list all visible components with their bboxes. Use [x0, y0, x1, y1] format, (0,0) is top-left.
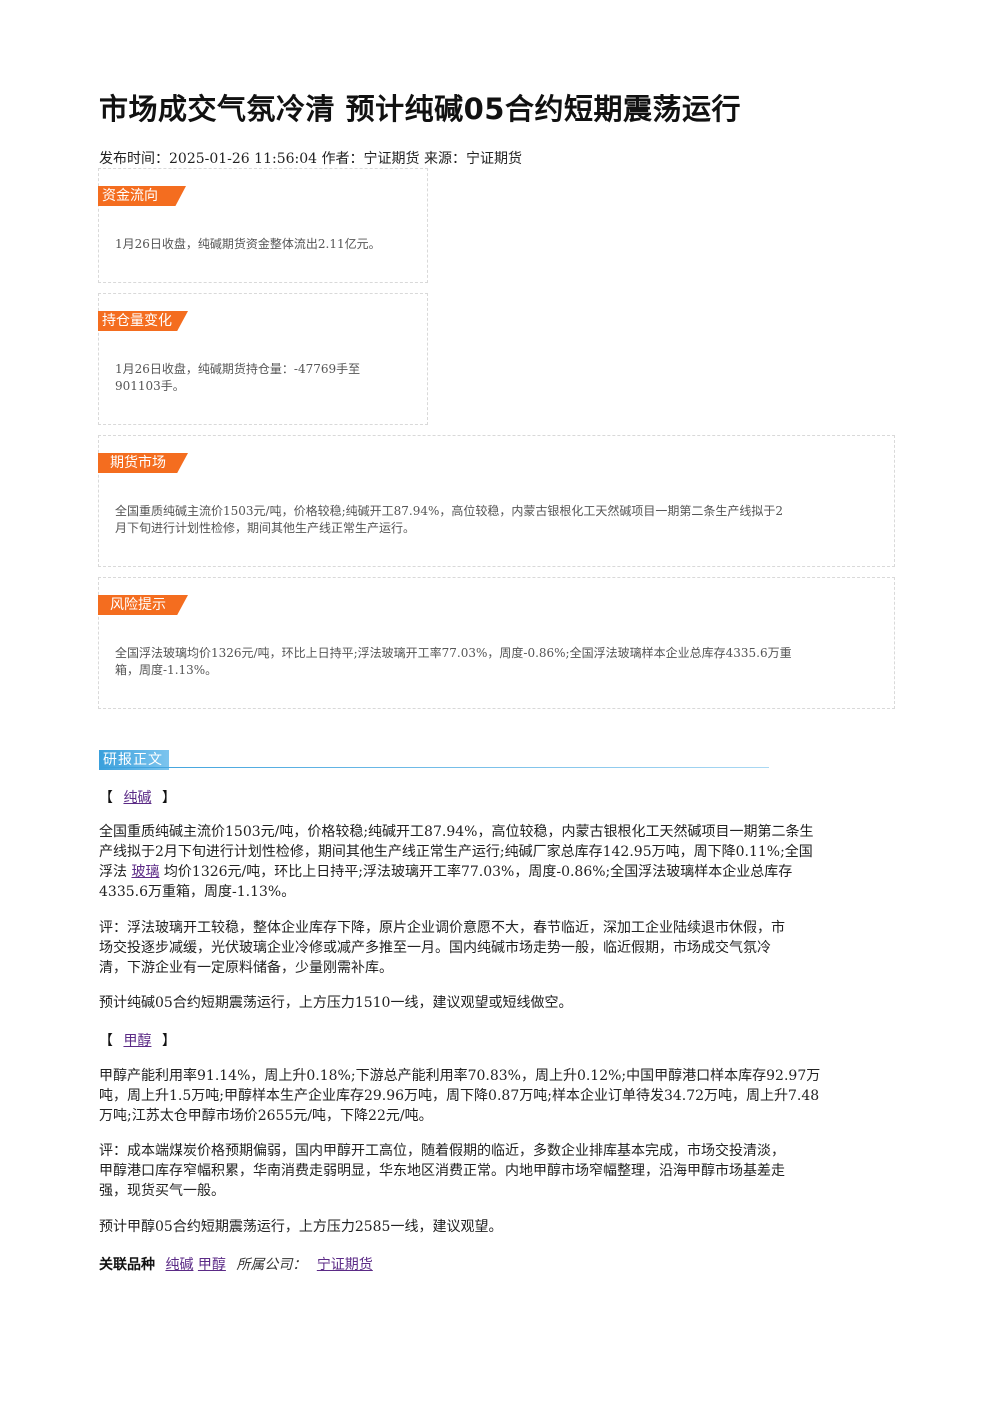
methanol-paragraph-3: 预计甲醇05合约短期震荡运行，上方压力2585一线，建议观望。 [99, 1219, 503, 1235]
soda-p2-line2: 场交投逐步减缓，光伏玻璃企业冷修或减产多推至一月。国内纯碱市场走势一般，临近假期… [99, 940, 771, 956]
methanol-section-heading: 【 甲醇 】 [99, 1030, 176, 1050]
related-footer: 关联品种 纯碱 甲醇 所属公司： 宁证期货 [99, 1254, 373, 1274]
fund-flow-text: 1月26日收盘，纯碱期货资金整体流出2.11亿元。 [115, 237, 381, 251]
related-link-methanol[interactable]: 甲醇 [197, 1257, 226, 1273]
article-meta: 发布时间：2025-01-26 11:56:04 作者：宁证期货 来源：宁证期货 [99, 151, 522, 167]
soda-p1-line2: 产线拟于2月下旬进行计划性检修，期间其他生产线正常生产运行;纯碱厂家总库存142… [99, 844, 813, 860]
futures-market-tag: 期货市场 [98, 453, 188, 473]
methanol-p1-line1: 甲醇产能利用率91.14%，周上升0.18%;下游总产能利用率70.83%，周上… [99, 1068, 821, 1084]
bracket-open: 【 [99, 1033, 113, 1049]
fund-flow-card: 资金流向 1月26日收盘，纯碱期货资金整体流出2.11亿元。 [98, 168, 428, 283]
futures-market-line2: 月下旬进行计划性检修，期间其他生产线正常生产运行。 [115, 521, 416, 535]
soda-p1-line3-post: 均价1326元/吨，环比上日持平;浮法玻璃开工率77.03%，周度-0.86%;… [163, 864, 793, 880]
futures-market-text: 全国重质纯碱主流价1503元/吨，价格较稳;纯碱开工87.94%，高位较稳，内蒙… [115, 503, 783, 537]
soda-paragraph-1: 全国重质纯碱主流价1503元/吨，价格较稳;纯碱开工87.94%，高位较稳，内蒙… [99, 822, 896, 902]
report-label: 研报正文 [99, 750, 169, 770]
related-label: 关联品种 [99, 1257, 155, 1273]
soda-paragraph-3: 预计纯碱05合约短期震荡运行，上方压力1510一线，建议观望或短线做空。 [99, 995, 573, 1011]
methanol-link[interactable]: 甲醇 [123, 1033, 152, 1049]
soda-paragraph-2: 评：浮法玻璃开工较稳，整体企业库存下降，原片企业调价意愿不大，春节临近，深加工企… [99, 918, 896, 978]
methanol-p2-line3: 强，现货买气一般。 [99, 1183, 225, 1199]
report-divider [99, 767, 769, 768]
methanol-p2-line1: 评：成本端煤炭价格预期偏弱，国内甲醇开工高位，随着假期的临近，多数企业排库基本完… [99, 1143, 785, 1159]
soda-p1-line3-pre: 浮法 [99, 864, 127, 880]
risk-text: 全国浮法玻璃均价1326元/吨，环比上日持平;浮法玻璃开工率77.03%，周度-… [115, 645, 792, 679]
position-card: 持仓量变化 1月26日收盘，纯碱期货持仓量：-47769手至 901103手。 [98, 293, 428, 425]
bracket-open: 【 [99, 790, 113, 806]
methanol-p2-line2: 甲醇港口库存窄幅积累，华南消费走弱明显，华东地区消费正常。内地甲醇市场窄幅整理，… [99, 1163, 785, 1179]
risk-line2: 箱，周度-1.13%。 [115, 663, 218, 677]
company-link[interactable]: 宁证期货 [316, 1257, 373, 1273]
futures-market-line1: 全国重质纯碱主流价1503元/吨，价格较稳;纯碱开工87.94%，高位较稳，内蒙… [115, 504, 784, 518]
risk-card: 风险提示 全国浮法玻璃均价1326元/吨，环比上日持平;浮法玻璃开工率77.03… [98, 577, 895, 709]
bracket-close: 】 [161, 790, 176, 806]
bracket-close: 】 [161, 1033, 176, 1049]
risk-tag: 风险提示 [98, 595, 188, 615]
futures-market-card: 期货市场 全国重质纯碱主流价1503元/吨，价格较稳;纯碱开工87.94%，高位… [98, 435, 895, 567]
soda-p1-line4: 4335.6万重箱，周度-1.13%。 [99, 884, 296, 900]
fund-flow-tag: 资金流向 [98, 186, 186, 206]
soda-p2-line1: 评：浮法玻璃开工较稳，整体企业库存下降，原片企业调价意愿不大，春节临近，深加工企… [99, 920, 785, 936]
methanol-p1-line2: 吨，周上升1.5万吨;甲醇样本生产企业库存29.96万吨，周下降0.87万吨;样… [99, 1088, 820, 1104]
methanol-paragraph-2: 评：成本端煤炭价格预期偏弱，国内甲醇开工高位，随着假期的临近，多数企业排库基本完… [99, 1141, 896, 1201]
soda-link[interactable]: 纯碱 [123, 790, 152, 806]
article-title: 市场成交气氛冷清 预计纯碱05合约短期震荡运行 [99, 92, 741, 126]
related-link-soda[interactable]: 纯碱 [165, 1257, 194, 1273]
company-label: 所属公司： [236, 1257, 307, 1273]
glass-link[interactable]: 玻璃 [131, 864, 160, 880]
soda-p2-line3: 清，下游企业有一定原料储备，少量刚需补库。 [99, 960, 393, 976]
methanol-paragraph-1: 甲醇产能利用率91.14%，周上升0.18%;下游总产能利用率70.83%，周上… [99, 1066, 896, 1126]
methanol-p1-line3: 万吨;江苏太仓甲醇市场价2655元/吨，下降22元/吨。 [99, 1108, 433, 1124]
soda-p1-line3: 浮法 玻璃 均价1326元/吨，环比上日持平;浮法玻璃开工率77.03%，周度-… [99, 862, 896, 882]
soda-section-heading: 【 纯碱 】 [99, 787, 176, 807]
risk-line1: 全国浮法玻璃均价1326元/吨，环比上日持平;浮法玻璃开工率77.03%，周度-… [115, 646, 792, 660]
position-tag: 持仓量变化 [98, 311, 188, 331]
position-text: 1月26日收盘，纯碱期货持仓量：-47769手至 901103手。 [115, 361, 360, 395]
position-text-line2: 901103手。 [115, 379, 185, 393]
position-text-line1: 1月26日收盘，纯碱期货持仓量：-47769手至 [115, 362, 361, 376]
soda-p1-line1: 全国重质纯碱主流价1503元/吨，价格较稳;纯碱开工87.94%，高位较稳，内蒙… [99, 824, 814, 840]
